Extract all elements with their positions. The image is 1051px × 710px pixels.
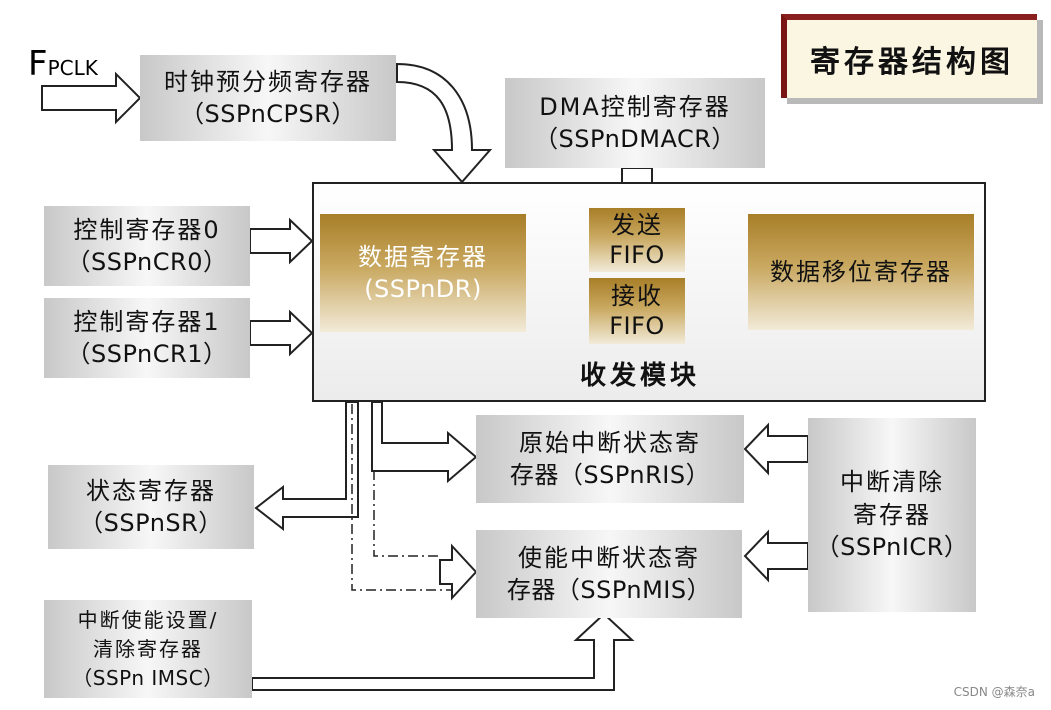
shift-register: 数据移位寄存器 xyxy=(748,214,974,330)
dma-code: （SSPnDMACR） xyxy=(534,125,736,153)
ris-to-mis-connector xyxy=(373,470,440,557)
imsc-code: （SSPn IMSC） xyxy=(72,665,224,690)
diagram-title: 寄存器结构图 xyxy=(781,14,1037,98)
rx-fifo-l1: 接收 xyxy=(611,282,663,310)
fpclk-label: FPCLK xyxy=(28,44,98,84)
fpclk-arrow xyxy=(41,71,142,125)
dma-register: DMA控制寄存器 （SSPnDMACR） xyxy=(505,78,765,168)
fpclk-sub: PCLK xyxy=(47,56,98,80)
dr-name: 数据寄存器 xyxy=(358,242,488,271)
tx-fifo-l1: 发送 xyxy=(611,211,663,239)
icr-to-ris-arrow xyxy=(743,422,809,476)
shift-name: 数据移位寄存器 xyxy=(770,257,952,286)
icr-code: （SSPnICR） xyxy=(815,533,969,562)
rx-fifo-l2: FIFO xyxy=(609,312,665,340)
status-register: 状态寄存器 （SSPnSR） xyxy=(48,465,254,549)
icr-l1: 中断清除 xyxy=(840,468,944,497)
icr-to-mis-arrow xyxy=(743,529,809,583)
dma-name: DMA控制寄存器 xyxy=(539,92,731,121)
prescale-register: 时钟预分频寄存器 （SSPnCPSR） xyxy=(140,55,396,141)
module-to-sr-arrow xyxy=(254,401,359,532)
cr1-arrow xyxy=(249,309,314,357)
mis-l2: 存器（SSPnMIS） xyxy=(506,576,712,604)
ris-register: 原始中断状态寄 存器（SSPnRIS） xyxy=(476,415,744,503)
imsc-l2: 清除寄存器 xyxy=(93,636,203,661)
fpclk-main: F xyxy=(28,44,48,84)
cr0-name: 控制寄存器0 xyxy=(73,215,221,244)
rx-fifo: 接收 FIFO xyxy=(589,278,685,344)
prescale-to-module-arrow xyxy=(396,62,493,184)
tx-fifo: 发送 FIFO xyxy=(589,208,685,272)
dashed-connector xyxy=(351,404,452,591)
module-to-ris-arrow xyxy=(371,401,478,484)
sr-name: 状态寄存器 xyxy=(86,476,216,505)
sr-code: （SSPnSR） xyxy=(79,509,223,537)
ris-l2: 存器（SSPnRIS） xyxy=(509,461,711,489)
mis-inbound-arrow xyxy=(439,543,478,601)
mis-l1: 使能中断状态寄 xyxy=(518,543,700,572)
watermark: CSDN @森奈a xyxy=(953,685,1035,699)
icr-register: 中断清除 寄存器 （SSPnICR） xyxy=(808,418,976,612)
imsc-register: 中断使能设置/ 清除寄存器 （SSPn IMSC） xyxy=(44,600,252,698)
prescale-code: （SSPnCPSR） xyxy=(180,100,356,128)
ris-l1: 原始中断状态寄 xyxy=(519,428,701,457)
cr1-name: 控制寄存器1 xyxy=(73,307,221,336)
prescale-name: 时钟预分频寄存器 xyxy=(164,67,372,96)
cr0-code: （SSPnCR0） xyxy=(66,248,228,276)
cr1-register: 控制寄存器1 （SSPnCR1） xyxy=(44,298,250,378)
imsc-to-mis-arrow xyxy=(251,612,635,691)
module-label: 收发模块 xyxy=(579,361,700,391)
icr-l2: 寄存器 xyxy=(853,500,931,529)
data-register: 数据寄存器 (SSPnDR) xyxy=(320,214,526,332)
cr0-arrow xyxy=(249,217,314,265)
dr-code: (SSPnDR) xyxy=(364,275,482,303)
imsc-l1: 中断使能设置/ xyxy=(77,607,219,632)
cr1-code: （SSPnCR1） xyxy=(66,340,228,368)
tx-fifo-l2: FIFO xyxy=(609,241,665,269)
cr0-register: 控制寄存器0 （SSPnCR0） xyxy=(44,206,250,286)
mis-register: 使能中断状态寄 存器（SSPnMIS） xyxy=(476,530,742,618)
